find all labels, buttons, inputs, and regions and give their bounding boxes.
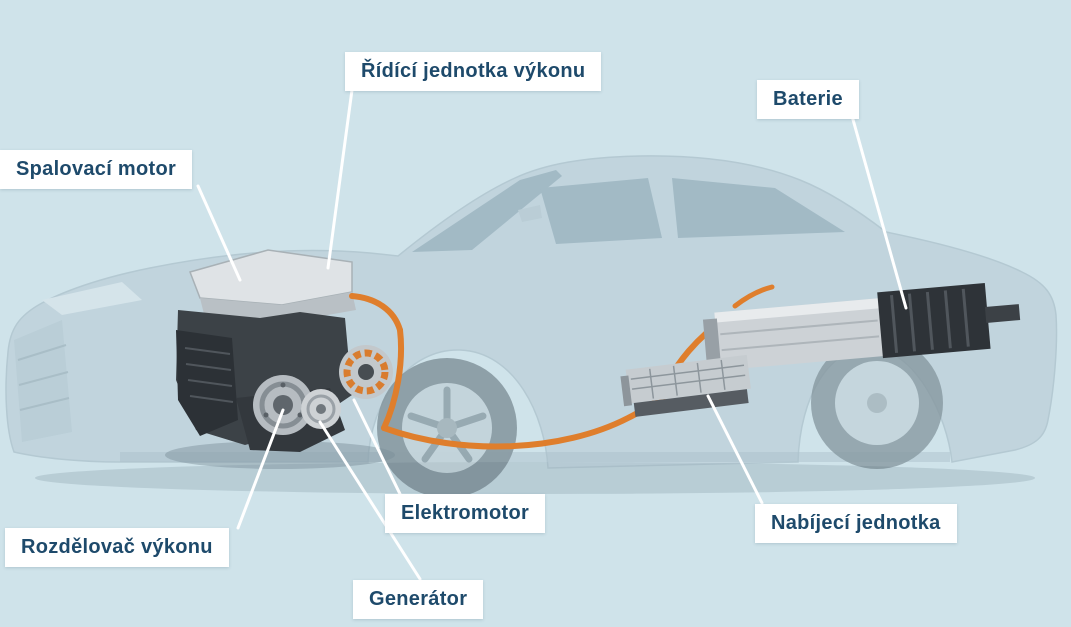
label-electric-motor: Elektromotor xyxy=(385,494,546,533)
rear-wheel xyxy=(811,337,943,469)
leader-line-power-control-unit xyxy=(326,88,354,270)
label-power-control-unit: Řídící jednotka výkonu xyxy=(345,52,602,91)
ground-shadow xyxy=(35,462,1035,494)
leader-line-battery xyxy=(850,114,908,310)
battery-illustration xyxy=(702,282,1021,371)
leader-line-power-split-device xyxy=(236,408,285,530)
hv-cable-battery-connector xyxy=(732,284,775,309)
label-power-split-device: Rozdělovač výkonu xyxy=(5,528,229,567)
leader-line-electric-motor xyxy=(352,398,402,496)
windshield xyxy=(412,170,562,252)
leader-line-combustion-engine xyxy=(196,184,242,282)
charging-unit-illustration xyxy=(620,354,751,417)
headlight xyxy=(42,282,142,315)
front-grille xyxy=(14,320,72,442)
front-wheel xyxy=(377,358,517,498)
label-battery: Baterie xyxy=(757,80,859,119)
engine-illustration xyxy=(176,249,405,452)
side-window-front xyxy=(540,178,662,244)
leader-line-charging-unit xyxy=(706,394,764,505)
side-window-rear xyxy=(672,178,845,238)
label-combustion-engine: Spalovací motor xyxy=(0,150,193,189)
leader-line-generator xyxy=(318,420,422,581)
side-mirror xyxy=(518,205,542,222)
label-generator: Generátor xyxy=(353,580,484,619)
label-charging-unit: Nabíjecí jednotka xyxy=(755,504,957,543)
electric-motor-disc xyxy=(339,345,393,399)
